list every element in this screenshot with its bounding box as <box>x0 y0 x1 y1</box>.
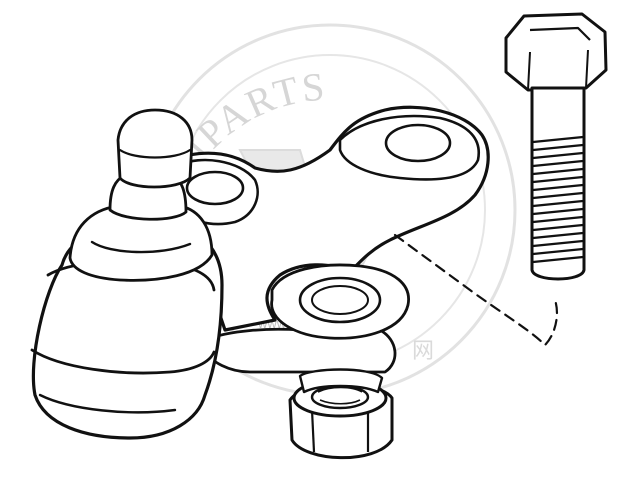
boot-fold <box>90 240 192 254</box>
ball-joint <box>30 105 559 440</box>
assembly-guide-line <box>393 233 559 347</box>
hex-bolt <box>504 12 608 281</box>
nut-bore-thread <box>317 386 363 405</box>
bolt-head-face-line <box>529 26 591 41</box>
bolt-shank <box>530 86 586 281</box>
housing-band-bottom <box>38 393 177 414</box>
arm-hole-left <box>185 170 245 206</box>
nut-collar <box>298 368 384 394</box>
center-hole-inner <box>311 285 369 315</box>
bolt-thread <box>532 135 584 264</box>
stud-tip-shoulder <box>118 148 192 159</box>
bolt-head-edge-line <box>527 49 589 91</box>
nut-bore <box>310 384 370 410</box>
ball-joint-boot <box>68 204 214 282</box>
bolt-head <box>504 12 608 92</box>
housing-band-lower <box>30 348 216 375</box>
ball-joint-lower-plate <box>203 327 397 374</box>
watermark-cjk-right: 网 <box>412 339 434 364</box>
arm-hole-right <box>384 123 452 163</box>
lock-nut <box>288 368 394 460</box>
ball-joint-stud-tip <box>116 108 194 189</box>
nut-flat-left <box>310 409 316 453</box>
